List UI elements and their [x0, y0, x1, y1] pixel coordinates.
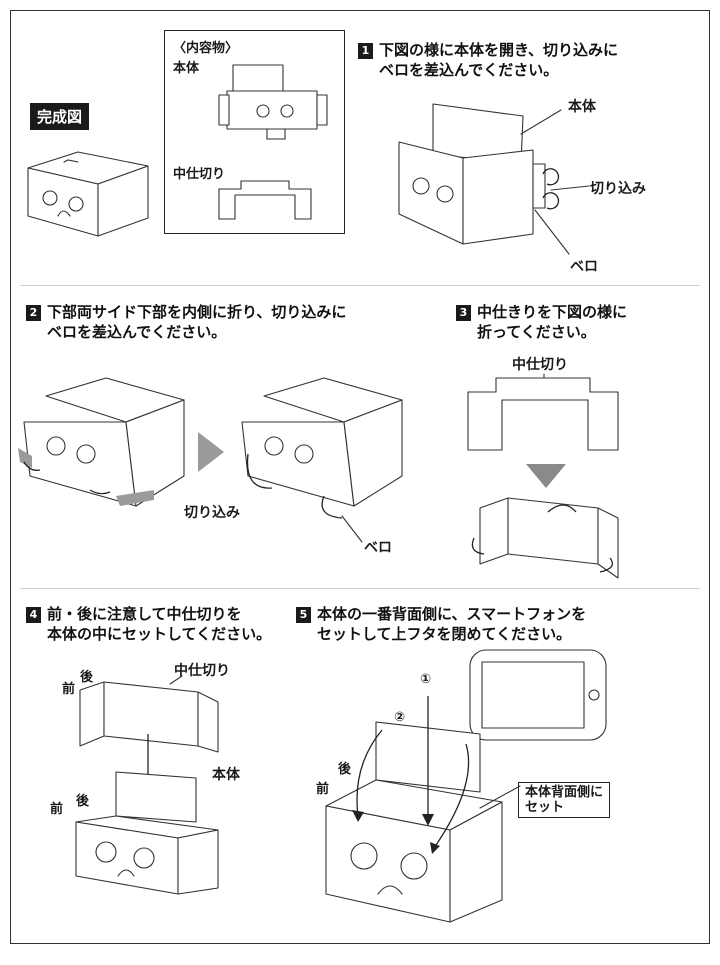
- step-4-divider-label: 中仕切り: [174, 663, 230, 679]
- step-3-flat-divider-illustration: [464, 372, 624, 456]
- step-5-number: 5: [296, 607, 311, 623]
- contents-item-body: 本体: [173, 61, 200, 76]
- step-5-back-label: 後: [338, 762, 352, 777]
- step-4-text: 4 前・後に注意して中仕切りを 本体の中にセットしてください。: [26, 604, 271, 644]
- step-5-line1: 本体の一番背面側に、スマートフォンを: [317, 605, 587, 623]
- step-5-set-callout: 本体背面側に セット: [518, 782, 611, 818]
- step-3-divider-label: 中仕切り: [512, 357, 568, 373]
- step-5-assembly-illustration: [320, 690, 520, 930]
- step-4-front-bottom-label: 前: [50, 802, 64, 817]
- step-1-number: 1: [358, 43, 373, 59]
- step-1-line1: 下図の様に本体を開き、切り込みに: [379, 41, 618, 59]
- step-5-set-line1: 本体背面側に: [525, 785, 604, 800]
- step-2-line2: ベロを差込んでください。: [47, 323, 227, 341]
- section-divider-1: [20, 285, 700, 286]
- step-1-slit-callout: 切り込み: [590, 181, 646, 197]
- step-5-front-label: 前: [316, 782, 330, 797]
- smartphone-illustration: [468, 648, 610, 744]
- step-5-circle1-label: ①: [420, 672, 432, 687]
- step-4-body-illustration: [70, 764, 230, 904]
- step-1-body-callout: 本体: [568, 99, 596, 115]
- step-5-circle2-left-label: ②: [394, 710, 406, 725]
- step-5-set-line2: セット: [525, 800, 565, 815]
- step-3-number: 3: [456, 305, 471, 321]
- step-4-line2: 本体の中にセットしてください。: [47, 625, 272, 643]
- completed-viewer-illustration: [18, 136, 158, 246]
- contents-item-divider: 中仕切り: [173, 167, 226, 182]
- divider-flat-illustration: [211, 179, 326, 224]
- step-3-line2: 折ってください。: [477, 323, 596, 341]
- completed-badge: 完成図: [30, 103, 90, 130]
- step-3-folded-divider-illustration: [468, 494, 628, 584]
- step-4-back-bottom-label: 後: [76, 794, 90, 809]
- step-3-line1: 中仕きりを下図の様に: [477, 303, 628, 321]
- step-4-divider-illustration: [70, 676, 230, 756]
- step-2-number: 2: [26, 305, 41, 321]
- step-2-line1: 下部両サイド下部を内側に折り、切り込みに: [47, 303, 347, 321]
- step-4-number: 4: [26, 607, 41, 623]
- contents-box: 〈内容物〉 本体 中仕切り: [164, 30, 345, 234]
- step-2-before-illustration: [18, 366, 191, 526]
- step-1-text: 1 下図の様に本体を開き、切り込みに ベロを差込んでください。: [358, 40, 618, 80]
- step-2-tab-callout: ベロ: [364, 540, 392, 556]
- instruction-sheet: [10, 10, 710, 944]
- section-divider-2: [20, 588, 700, 589]
- step-5-text: 5 本体の一番背面側に、スマートフォンを セットして上フタを閉めてください。: [296, 604, 586, 644]
- step-5-line2: セットして上フタを閉めてください。: [317, 625, 572, 643]
- step-1-illustration: [393, 94, 593, 264]
- step-4-line1: 前・後に注意して中仕切りを: [47, 605, 242, 623]
- step-2-slit-callout: 切り込み: [184, 505, 240, 521]
- step-4-front-top-label: 前: [62, 682, 76, 697]
- step-2-after-illustration: [234, 366, 434, 556]
- next-arrow-right: [198, 432, 224, 472]
- contents-title: 〈内容物〉: [173, 41, 239, 56]
- fold-down-arrow: [526, 464, 566, 488]
- body-flat-illustration: [213, 55, 338, 155]
- step-3-text: 3 中仕きりを下図の様に 折ってください。: [456, 302, 627, 342]
- step-2-text: 2 下部両サイド下部を内側に折り、切り込みに ベロを差込んでください。: [26, 302, 346, 342]
- step-4-back-top-label: 後: [80, 670, 94, 685]
- step-1-line2: ベロを差込んでください。: [379, 61, 559, 79]
- step-4-body-label: 本体: [212, 767, 240, 783]
- step-1-tab-callout: ベロ: [570, 259, 598, 275]
